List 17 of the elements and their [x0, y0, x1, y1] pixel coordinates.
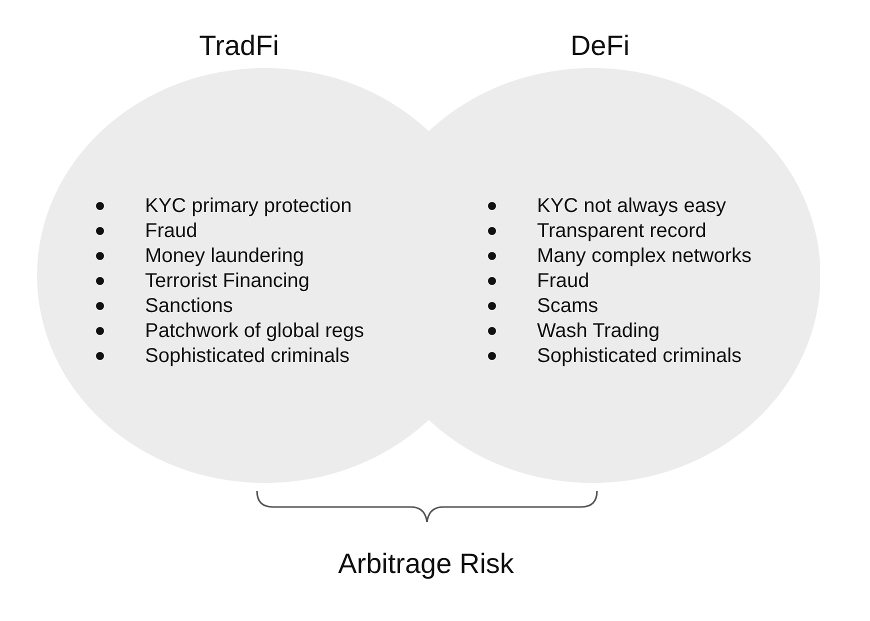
list-item: Terrorist Financing: [145, 269, 310, 293]
list-item: Money laundering: [145, 244, 304, 268]
list-item: Sanctions: [145, 294, 233, 318]
list-item: Fraud: [145, 219, 198, 243]
list-item: KYC not always easy: [537, 194, 726, 218]
heading: TradFi: [199, 30, 279, 62]
list-item: KYC primary protection: [145, 194, 352, 218]
list-item: Wash Trading: [537, 319, 660, 343]
caption-text: Arbitrage Risk: [338, 548, 514, 580]
list-item: Patchwork of global regs: [145, 319, 364, 343]
list-item: Fraud: [537, 269, 590, 293]
list-item: Many complex networks: [537, 244, 752, 268]
heading: DeFi: [570, 30, 630, 62]
list-item: Scams: [537, 294, 598, 318]
list-item: Sophisticated criminals: [145, 344, 350, 368]
list-item: Sophisticated criminals: [537, 344, 742, 368]
list-item: Transparent record: [537, 219, 706, 243]
